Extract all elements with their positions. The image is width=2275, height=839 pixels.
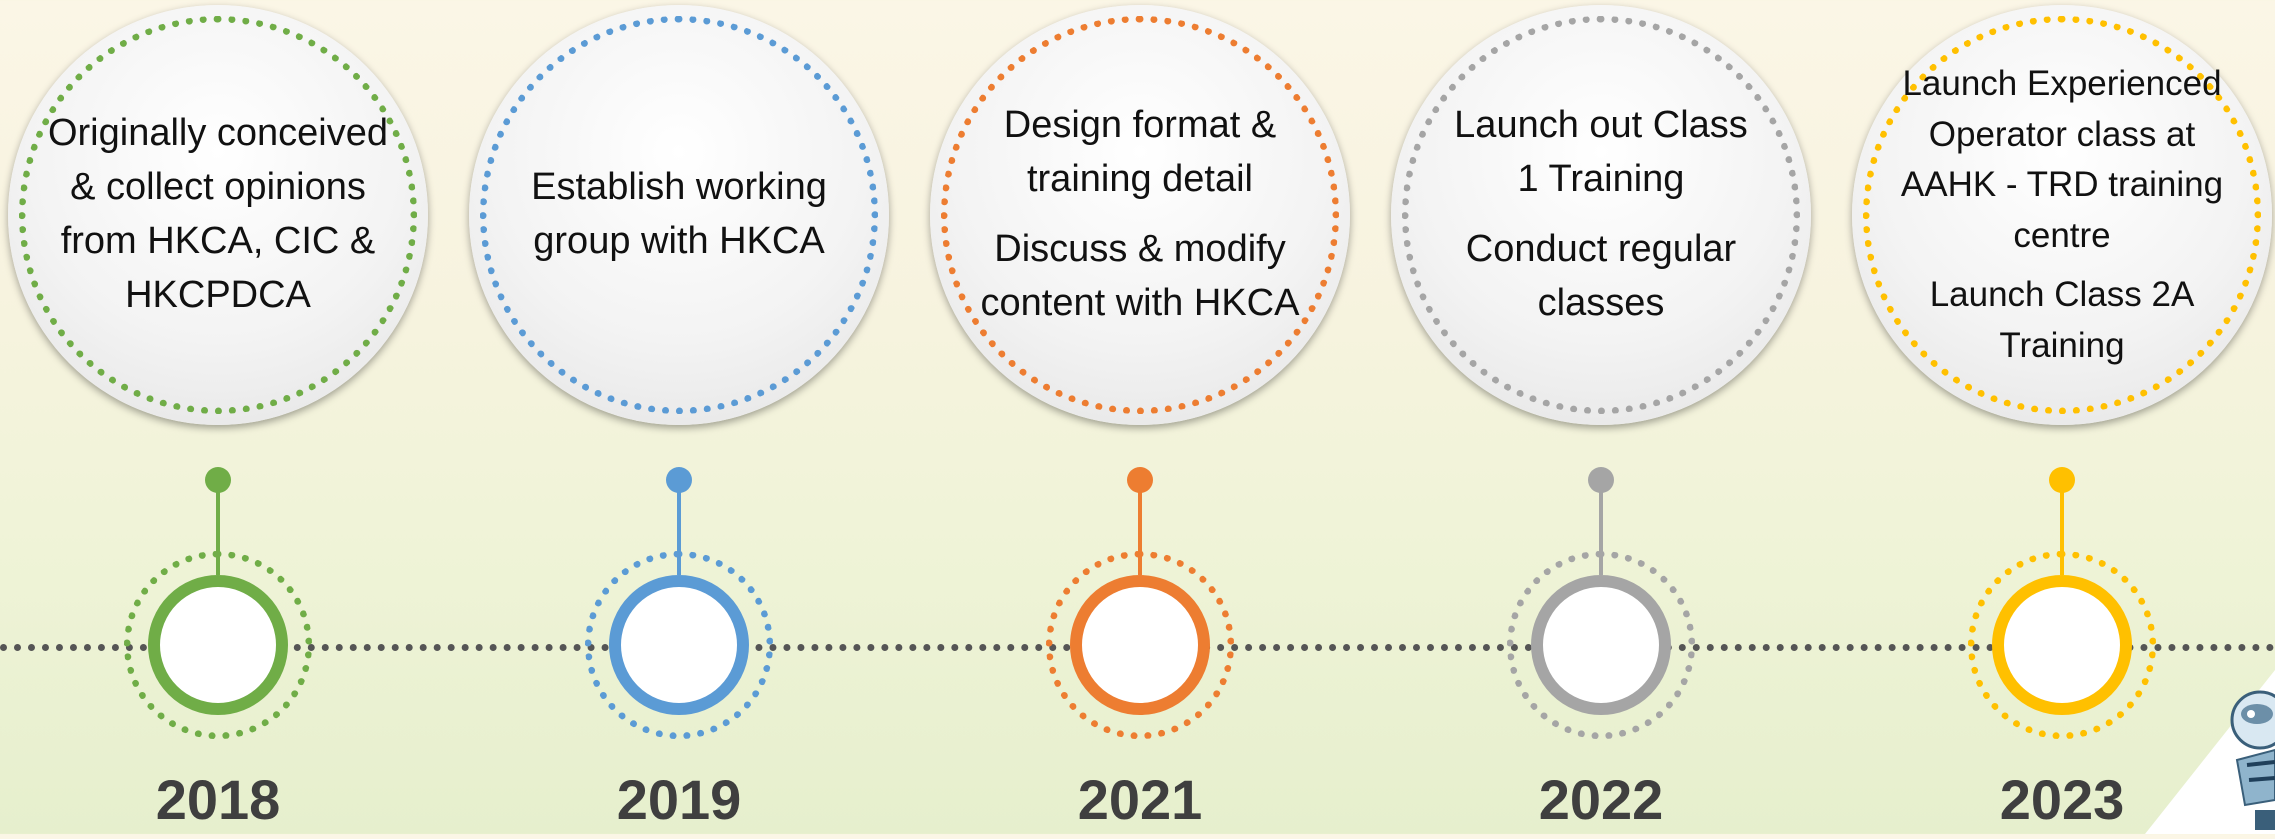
milestone-text: Launch out Class 1 Training [1454, 104, 1748, 201]
bubble-dotted-ring [941, 16, 1339, 414]
milestone-bubble: Originally conceived & collect opinions … [8, 5, 428, 425]
milestone-bubble: Launch out Class 1 Training Conduct regu… [1391, 5, 1811, 425]
node-outer-ring [124, 551, 312, 739]
node-circle [148, 575, 288, 715]
year-label: 2021 [1077, 768, 1203, 831]
milestone-text: Discuss & modify content with HKCA [980, 228, 1300, 324]
year-label: 2019 [616, 768, 742, 831]
milestone-text: Design format & training detail [1003, 104, 1277, 201]
node-outer-ring [1046, 551, 1234, 739]
pin-stem [216, 485, 220, 575]
node-circle [1531, 575, 1671, 715]
milestone-description: Design format & training detail Discuss … [968, 5, 1312, 425]
bubble-dotted-ring [19, 16, 417, 414]
bubble-dotted-ring [1863, 16, 2261, 414]
year-label: 2023 [1999, 768, 2125, 831]
pin-stem [1138, 485, 1142, 575]
bubble-dotted-ring [1402, 16, 1800, 414]
milestone-2019: Establish working group with HKCA 2019 [461, 0, 889, 834]
milestone-2023: Launch Experienced Operator class at AAH… [1844, 0, 2272, 834]
milestone-description: Originally conceived & collect opinions … [46, 5, 390, 425]
node-circle [1992, 575, 2132, 715]
node-circle [609, 575, 749, 715]
year-label: 2022 [1538, 768, 1664, 831]
bubble-dotted-ring [480, 16, 878, 414]
milestone-2021: Design format & training detail Discuss … [922, 0, 1350, 834]
milestone-bubble: Launch Experienced Operator class at AAH… [1852, 5, 2272, 425]
node-outer-ring [1968, 551, 2156, 739]
mascot-illustration [2145, 670, 2275, 834]
year-label: 2018 [155, 768, 281, 831]
milestone-bubble: Design format & training detail Discuss … [930, 5, 1350, 425]
milestone-text: Establish working group with HKCA [531, 166, 827, 262]
node-outer-ring [585, 551, 773, 739]
milestone-2022: Launch out Class 1 Training Conduct regu… [1383, 0, 1811, 834]
node-circle [1070, 575, 1210, 715]
milestone-text: Conduct regular classes [1465, 228, 1737, 324]
milestone-description: Launch Experienced Operator class at AAH… [1892, 5, 2232, 425]
milestone-2018: Originally conceived & collect opinions … [0, 0, 428, 834]
milestone-description: Launch out Class 1 Training Conduct regu… [1449, 5, 1753, 425]
milestone-text: Launch Experienced Operator class at AAH… [1900, 63, 2224, 255]
milestone-description: Establish working group with HKCA [531, 5, 827, 425]
pin-stem [1599, 485, 1603, 575]
milestone-bubble: Establish working group with HKCA [469, 5, 889, 425]
pin-stem [2060, 485, 2064, 575]
node-outer-ring [1507, 551, 1695, 739]
pin-stem [677, 485, 681, 575]
milestone-text: Originally conceived & collect opinions … [47, 112, 389, 316]
milestone-text: Launch Class 2A Training [1929, 274, 2195, 365]
